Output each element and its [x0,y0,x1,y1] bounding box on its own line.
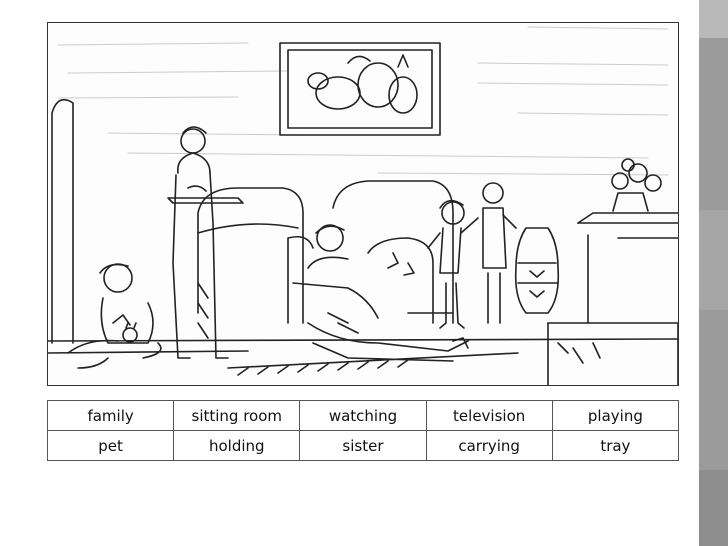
side-bar-segment [699,470,728,546]
vocab-cell: tray [551,430,680,461]
vocab-cell: sitting room [173,400,301,431]
side-bar-segment [699,0,728,38]
vocab-cell: pet [46,430,175,461]
fruit-picture [279,42,441,136]
wall-arch [51,98,74,344]
vocab-cell: holding [173,430,301,461]
floor-line [48,350,249,354]
boy-with-cat [67,263,162,369]
floor-line [48,338,678,342]
table-row: family sitting room watching television … [46,400,680,431]
vocab-cell: family [46,400,175,431]
rug [227,352,519,376]
child-standing [482,182,517,324]
vocab-cell: television [425,400,553,431]
scene-illustration [47,22,679,386]
living-room-drawing [48,26,678,385]
side-bar-segment [699,210,728,310]
vocab-cell: watching [299,400,427,431]
vocabulary-table: family sitting room watching television … [46,400,680,461]
vocab-cell: carrying [425,430,553,461]
vocab-cell: playing [551,400,680,431]
background-bleed-text [57,26,669,176]
flower-pot [611,158,662,212]
armchair [332,180,454,324]
side-cabinet [547,212,678,385]
girl-playing [427,199,479,329]
vocab-cell: sister [299,430,427,461]
slide-side-bar [699,0,728,546]
father-reclining [292,224,469,362]
table-row: pet holding sister carrying tray [46,430,680,461]
vase [514,227,560,314]
mother-carrying-tray [167,126,244,359]
